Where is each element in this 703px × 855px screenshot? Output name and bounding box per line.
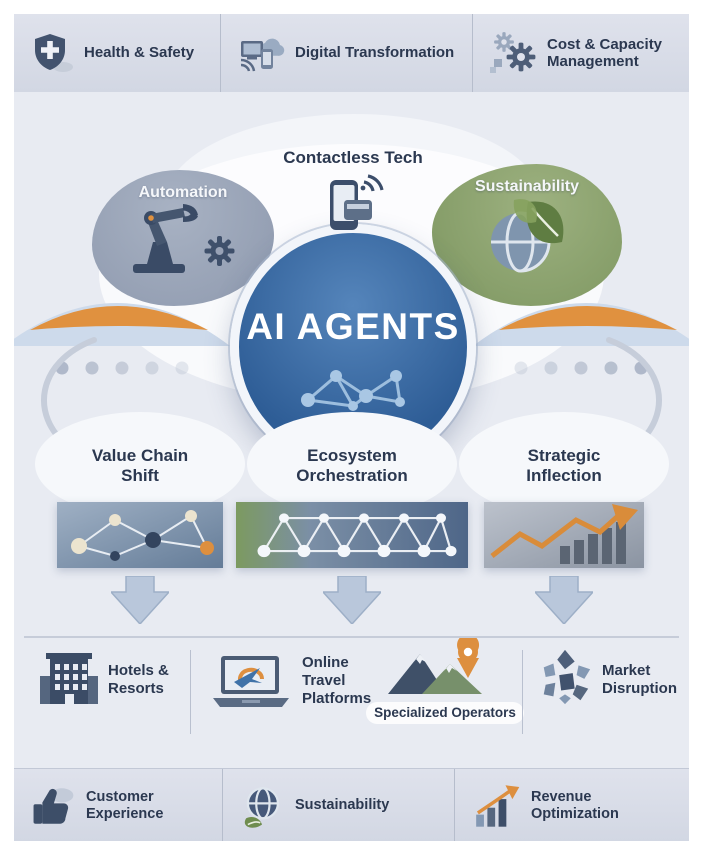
top-bar: Health & Safety Digital Transformation (14, 14, 689, 92)
pillar-bump (459, 412, 669, 516)
pillar-label-strategic: Strategic Inflection (526, 446, 602, 486)
network-molecule-icon (301, 370, 405, 411)
mountains-pin-icon (388, 638, 482, 694)
pillar-label-value-chain: Value Chain Shift (91, 446, 189, 486)
robot-arm-icon (133, 204, 235, 273)
segment-label-disruption: Market Disruption (602, 662, 677, 697)
globe-leaf-icon (244, 786, 280, 828)
left-dome-decoration (14, 303, 230, 375)
segment-label-ota: Online Travel Platforms (302, 654, 372, 707)
thumbs-up-icon (33, 787, 74, 824)
section-divider (24, 636, 679, 638)
laptop-plane-icon (213, 656, 289, 707)
bottom-bar-label: Revenue Optimization (531, 788, 619, 822)
network-nodes-panel (57, 502, 223, 568)
sustainability-blob: Sustainability (432, 164, 622, 306)
bottom-bar: Customer Experience Sustainability Reven… (14, 768, 689, 841)
growth-chart-panel (484, 502, 644, 568)
top-bar-item-cost-capacity: Cost & Capacity Management (472, 14, 689, 92)
automation-label: Automation (138, 184, 228, 201)
shattered-shards-icon (543, 649, 591, 705)
sustainability-top-label: Sustainability (474, 178, 580, 195)
shield-cross-icon (35, 34, 73, 72)
pillar-bump (35, 412, 245, 516)
bottom-bar-item-customer-experience: Customer Experience (14, 769, 222, 841)
top-bar-item-digital-transformation: Digital Transformation (220, 14, 472, 92)
segment-divider (190, 650, 191, 734)
infographic-board: Health & Safety Digital Transformation (14, 14, 689, 841)
top-bar-item-health-safety: Health & Safety (14, 14, 220, 92)
segment-label-specialized: Specialized Operators (366, 702, 524, 725)
segment-divider (522, 650, 523, 734)
pillar-label-ecosystem: Ecosystem Orchestration (296, 446, 408, 486)
gears-icon (490, 32, 536, 73)
hotel-building-icon (40, 653, 98, 704)
globe-leaf-icon (491, 199, 564, 273)
down-arrow-icon (323, 576, 381, 624)
right-dome-decoration (473, 303, 689, 375)
down-arrow-icon (535, 576, 593, 624)
down-arrow-icon (111, 576, 169, 624)
ai-agents-title: AI AGENTS (246, 306, 460, 347)
automation-blob: Automation (92, 170, 274, 306)
bottom-bar-item-revenue-optimization: Revenue Optimization (454, 769, 689, 841)
bottom-bar-label: Customer Experience (86, 788, 164, 822)
pillar-bump (247, 412, 457, 516)
bottom-bar-label: Sustainability (295, 797, 390, 814)
bottom-bar-item-sustainability: Sustainability (222, 769, 454, 841)
network-lattice-panel (236, 502, 468, 568)
top-bar-label: Digital Transformation (295, 44, 455, 62)
top-bar-label: Health & Safety (84, 44, 195, 62)
contactless-phone-icon (330, 174, 384, 230)
top-bar-label: Cost & Capacity Management (547, 35, 663, 70)
rising-bars-icon (476, 784, 520, 827)
segment-label-hotels: Hotels & Resorts (108, 662, 169, 697)
devices-cloud-icon (240, 38, 285, 72)
contactless-tech-label: Contactless Tech (283, 148, 423, 167)
